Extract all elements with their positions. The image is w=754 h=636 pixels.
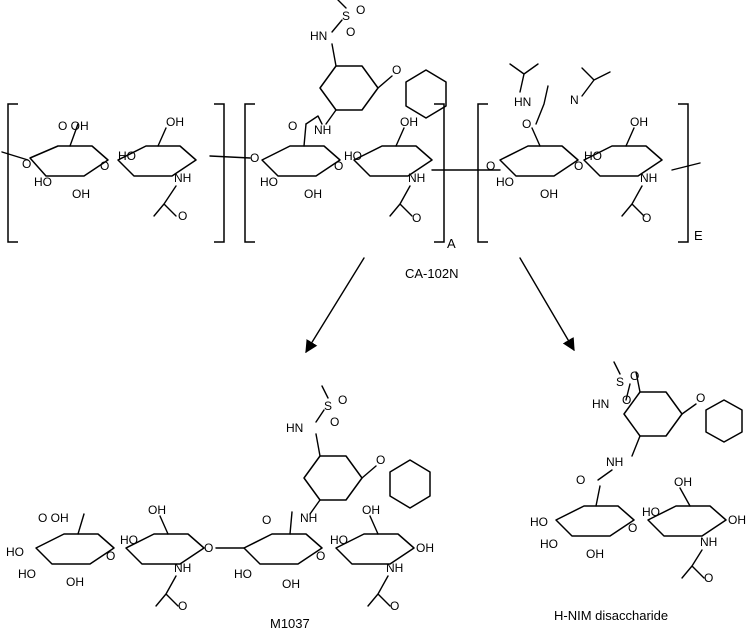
arrow-to-m1037 <box>305 257 365 354</box>
ho-label: HO <box>584 149 602 163</box>
o-label: O <box>696 391 705 405</box>
n-label: N <box>570 93 579 107</box>
ho-label: HO <box>118 149 136 163</box>
nh-label: NH <box>314 123 331 137</box>
s-label: S <box>342 9 350 23</box>
ho-label: HO <box>6 545 24 559</box>
oh-label: OH <box>66 575 84 589</box>
oh-label: OH <box>416 541 434 555</box>
o-label: O <box>178 209 187 223</box>
oh-label: OH <box>166 115 184 129</box>
m1037-name: M1037 <box>270 616 310 631</box>
arrow-to-h-nim <box>519 257 575 352</box>
o-label: O <box>106 549 115 563</box>
nh-label: NH <box>174 171 191 185</box>
o-label: O <box>334 159 343 173</box>
bracket-left-e <box>477 103 488 243</box>
nh-label: NH <box>640 171 657 185</box>
ho-label: HO <box>330 533 348 547</box>
o-label: O <box>622 393 631 407</box>
ho-label: HO <box>34 175 52 189</box>
o-label: O <box>178 599 187 613</box>
ho-label: HO <box>496 175 514 189</box>
polymer-name: CA-102N <box>405 266 458 281</box>
carboxyl-label: O OH <box>38 511 69 525</box>
o-label: O <box>704 571 713 585</box>
o-label: O <box>100 159 109 173</box>
bracket-right-1 <box>214 103 225 243</box>
o-label: O <box>338 393 347 407</box>
ho-label: HO <box>120 533 138 547</box>
nh-label: NH <box>408 171 425 185</box>
o-label: O <box>392 63 401 77</box>
nh-label: NH <box>174 561 191 575</box>
hn-label: HN <box>310 29 327 43</box>
o-label: O <box>204 541 213 555</box>
unit-1: O OH OH O HO OH O HO NH O <box>22 115 197 223</box>
bracket-right-e <box>678 103 689 243</box>
carboxyl-label: O OH <box>58 119 89 133</box>
bracket-left-1 <box>7 103 18 243</box>
h-nim-disaccharide-name: H-NIM disaccharide <box>554 608 668 623</box>
nh-label: NH <box>300 511 317 525</box>
hn-label: HN <box>592 397 609 411</box>
bracket-right-a <box>434 103 445 243</box>
oh-label: OH <box>282 577 300 591</box>
o-label: O <box>250 151 259 165</box>
product-h-nim-disaccharide: HN S O O O NH O OH HO HO OH O HO OH NH O <box>530 361 746 585</box>
s-label: S <box>616 375 624 389</box>
o-label: O <box>356 3 365 17</box>
oh-label: OH <box>148 503 166 517</box>
o-label: O <box>262 513 271 527</box>
unit-a: O NH OH O HO OH O HO NH O HN S O O O <box>250 0 447 225</box>
polymer-structure: O OH OH O HO OH O HO NH O O NH OH O HO O… <box>1 0 703 281</box>
o-label: O <box>642 211 651 225</box>
hn-label: HN <box>286 421 303 435</box>
o-label: O <box>412 211 421 225</box>
oh-label: OH <box>400 115 418 129</box>
o-label: O <box>330 415 339 429</box>
o-label: O <box>316 549 325 563</box>
oh-label: OH <box>728 513 746 527</box>
hn-label: HN <box>514 95 531 109</box>
ho-label: HO <box>530 515 548 529</box>
oh-label: OH <box>586 547 604 561</box>
bracket-left-a <box>244 103 255 243</box>
o-label: O <box>390 599 399 613</box>
oh-label: OH <box>72 187 90 201</box>
nh-label: NH <box>606 455 623 469</box>
o-label: O <box>574 159 583 173</box>
ho-label: HO <box>234 567 252 581</box>
nh-label: NH <box>700 535 717 549</box>
o-label: O <box>486 159 495 173</box>
product-m1037: O OH OH HO HO OH O HO NH O O O NH OH HO … <box>6 385 434 613</box>
o-label: O <box>522 117 531 131</box>
oh-label: OH <box>540 187 558 201</box>
o-label: O <box>630 369 639 383</box>
s-label: S <box>324 399 332 413</box>
oh-label: OH <box>362 503 380 517</box>
subscript-e: E <box>694 228 703 243</box>
nh-label: NH <box>386 561 403 575</box>
o-label: O <box>22 157 31 171</box>
oh-label: OH <box>304 187 322 201</box>
ho-label: HO <box>344 149 362 163</box>
o-label: O <box>288 119 297 133</box>
ho-label: HO <box>18 567 36 581</box>
subscript-a: A <box>447 236 456 251</box>
oh-label: OH <box>630 115 648 129</box>
ho-label: HO <box>260 175 278 189</box>
oh-label: OH <box>674 475 692 489</box>
o-label: O <box>576 473 585 487</box>
o-label: O <box>346 25 355 39</box>
ho-label: HO <box>540 537 558 551</box>
o-label: O <box>376 453 385 467</box>
unit-e: O HN N OH O HO OH O HO NH O <box>486 63 663 225</box>
ho-label: HO <box>642 505 660 519</box>
o-label: O <box>628 521 637 535</box>
